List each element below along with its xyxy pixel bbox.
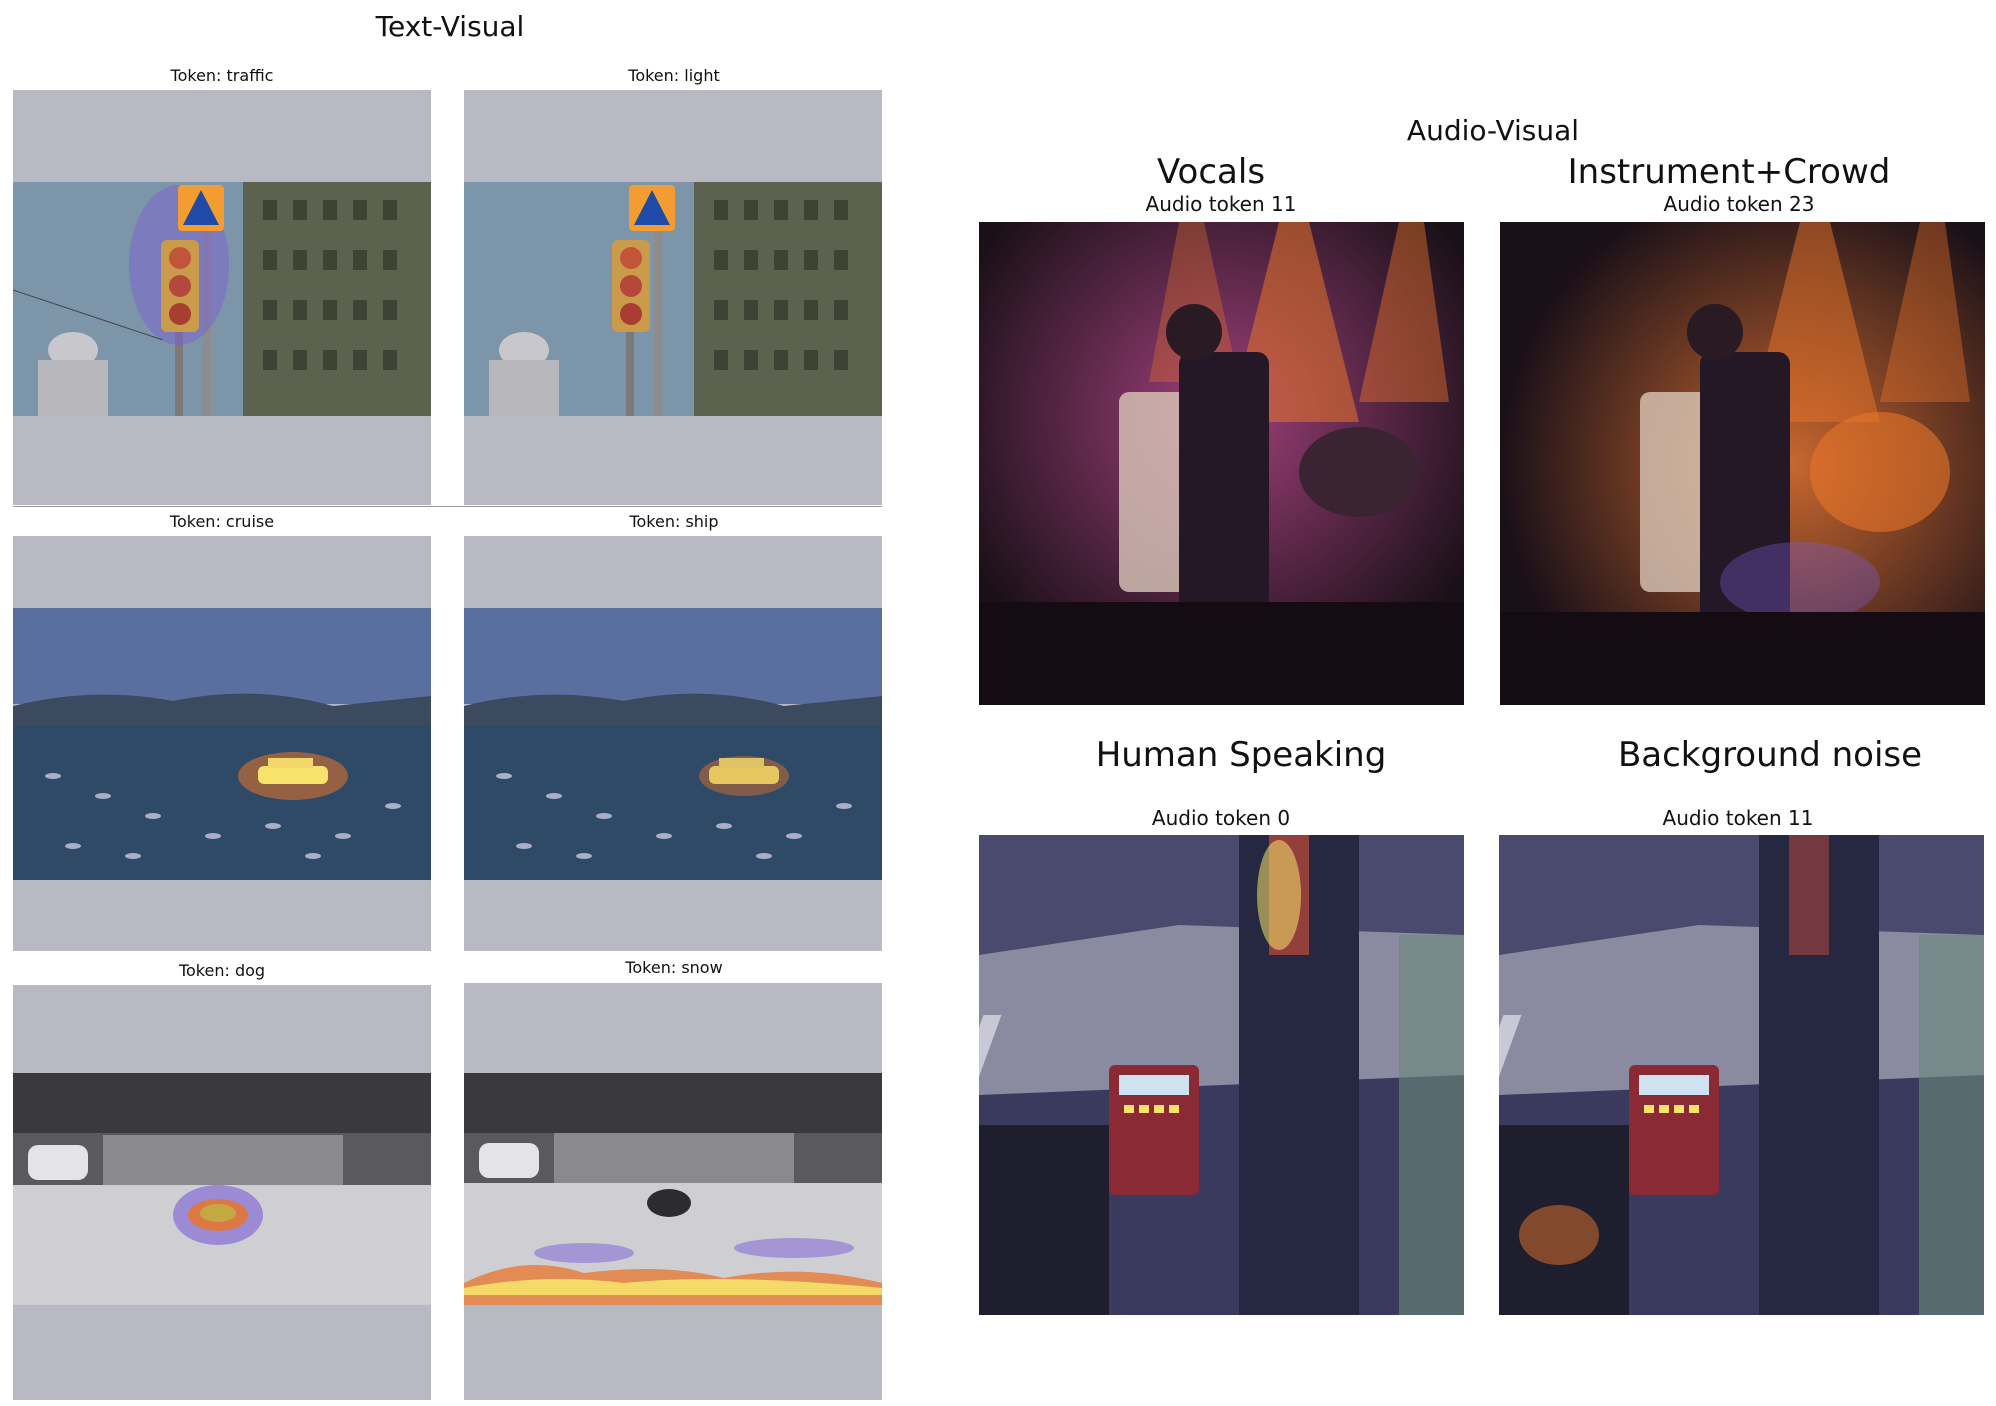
audio-label-human-speaking: Human Speaking: [1095, 735, 1387, 775]
bus-driver-scene-image: [979, 835, 1464, 1315]
harbor-scene-image: [13, 536, 431, 951]
harbor-scene-image: [464, 536, 882, 951]
audio-heatmap-vocals: [979, 222, 1464, 705]
audio-caption-human-speaking: Audio token 0: [1151, 806, 1291, 830]
street-scene-image: [13, 90, 431, 505]
text-visual-title: Text-Visual: [375, 10, 525, 43]
heatmap-panel-cruise: [13, 536, 431, 951]
heatmap-panel-dog: [13, 985, 431, 1400]
heatmap-panel-traffic: [13, 90, 431, 505]
bus-driver-scene-image: [1499, 835, 1984, 1315]
heatmap-panel-snow: [464, 983, 882, 1400]
audio-heatmap-instrument-crowd: [1500, 222, 1985, 705]
token-caption-ship: Token: ship: [629, 512, 719, 531]
token-caption-snow: Token: snow: [625, 958, 723, 977]
audio-caption-background-noise: Audio token 11: [1662, 806, 1814, 830]
street-scene-image: [464, 90, 882, 505]
audio-label-instrument-crowd: Instrument+Crowd: [1567, 152, 1891, 192]
heatmap-panel-ship: [464, 536, 882, 951]
token-caption-traffic: Token: traffic: [170, 66, 274, 85]
heatmap-panel-light: [464, 90, 882, 505]
audio-heatmap-background-noise: [1499, 835, 1984, 1315]
audio-label-vocals: Vocals: [1156, 152, 1266, 192]
audio-heatmap-human-speaking: [979, 835, 1464, 1315]
token-caption-light: Token: light: [628, 66, 720, 85]
concert-scene-image: [979, 222, 1464, 705]
snow-yard-scene-image: [13, 985, 431, 1400]
row-divider: [13, 506, 882, 507]
audio-caption-vocals: Audio token 11: [1145, 192, 1297, 216]
token-caption-dog: Token: dog: [178, 961, 266, 980]
token-caption-cruise: Token: cruise: [169, 512, 275, 531]
snow-yard-scene-image: [464, 983, 882, 1400]
audio-visual-title: Audio-Visual: [1406, 114, 1580, 147]
audio-label-background-noise: Background noise: [1617, 735, 1923, 775]
concert-scene-image: [1500, 222, 1985, 705]
audio-caption-instrument-crowd: Audio token 23: [1663, 192, 1815, 216]
